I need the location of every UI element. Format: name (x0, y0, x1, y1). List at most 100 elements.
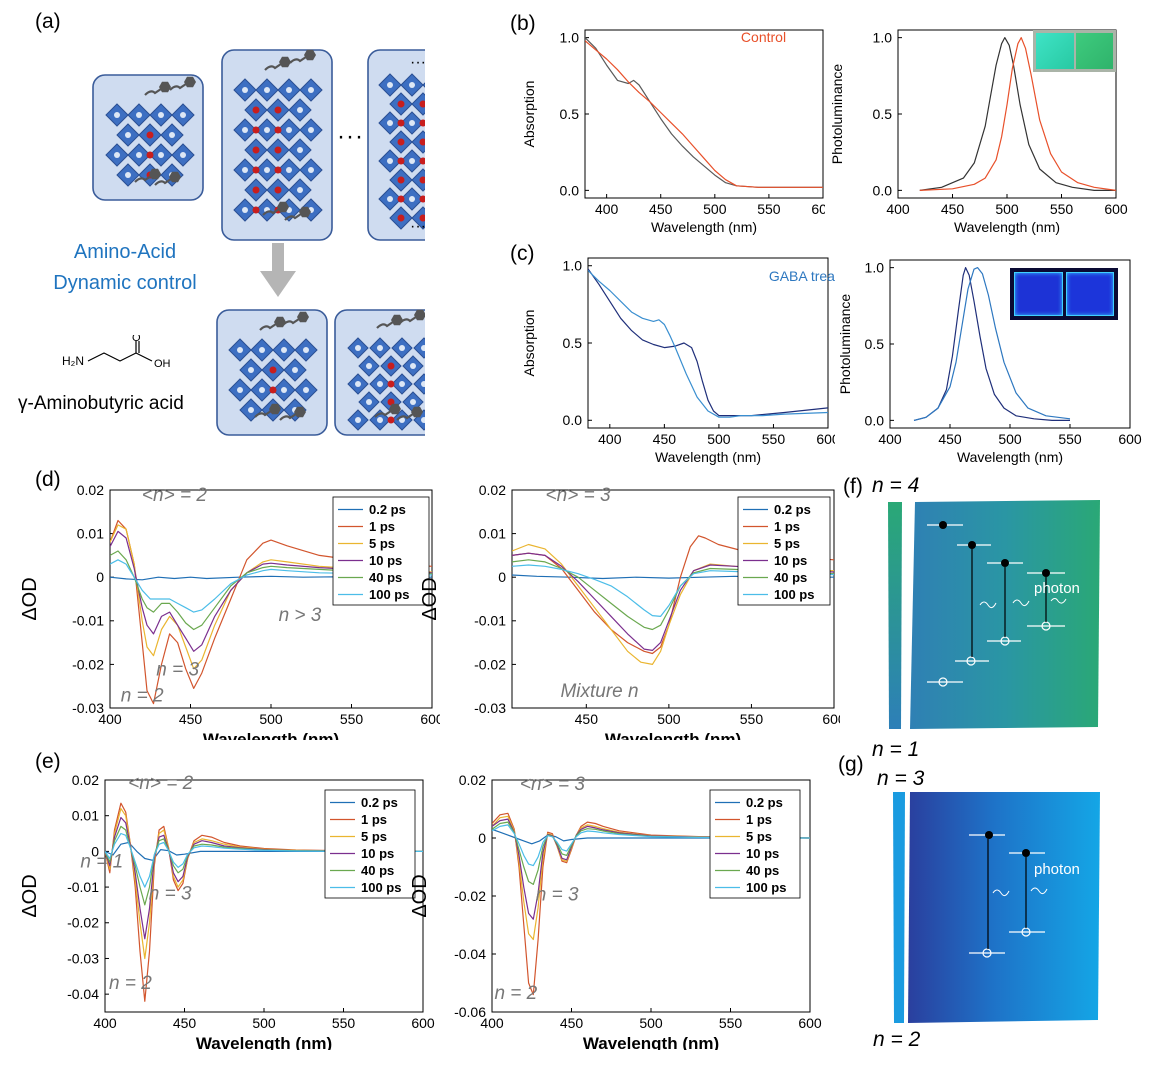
down-arrow (260, 243, 296, 297)
x-tick-label: 500 (998, 431, 1022, 447)
x-tick-label: 400 (93, 1015, 117, 1031)
x-tick-label: 550 (740, 711, 764, 727)
ligand (279, 406, 306, 421)
panel-label-b: (b) (510, 12, 536, 35)
series-line-3 (512, 543, 834, 665)
annotation-2: n > 3 (279, 605, 322, 626)
y-tick-label: -0.03 (474, 700, 506, 716)
a-site-cation (269, 386, 277, 394)
ligand-chain (374, 410, 392, 418)
b-site (114, 112, 120, 118)
x-axis-label: Wavelength (nm) (954, 219, 1060, 235)
b-site (387, 158, 393, 164)
ligand-chain (169, 83, 187, 91)
y-tick-label: -0.03 (72, 700, 104, 716)
series-line-5 (512, 559, 834, 631)
series-line-1 (588, 268, 828, 417)
arrow-shaft (272, 243, 284, 271)
panel-label-c: (c) (510, 242, 535, 265)
b-site (281, 347, 287, 353)
y-tick-label: 0.5 (873, 106, 893, 122)
annotation-3: n = 3 (156, 659, 199, 680)
a-site-cation (397, 195, 405, 203)
y-axis-label: Absorption (521, 310, 537, 377)
y-axis-label: ΔOD (20, 874, 41, 917)
b-site (237, 347, 243, 353)
ligand-chain (144, 88, 162, 96)
y-tick-label: 0.01 (479, 526, 506, 542)
y-tick-label: 0.0 (865, 412, 885, 428)
f-n-bottom: n = 1 (872, 738, 920, 761)
series-group (588, 268, 828, 418)
y-tick-label: 0.0 (873, 182, 893, 198)
y-tick-label: 0.02 (479, 482, 506, 498)
ligand-chain (262, 208, 280, 216)
series-line-1 (105, 841, 423, 861)
a-site-cation (274, 166, 282, 174)
ellipsis-horizontal: ··· (337, 123, 364, 150)
legend-label: 5 ps (746, 829, 772, 844)
b-site (264, 167, 270, 173)
series-line-2 (110, 519, 432, 705)
x-tick-label: 500 (657, 711, 681, 727)
g-n-top: n = 3 (877, 767, 925, 790)
a-site-cation (419, 100, 425, 108)
b-site (242, 207, 248, 213)
series-line-5 (492, 821, 810, 885)
legend-label: 0.2 ps (361, 795, 398, 810)
photo-tile-right (1075, 33, 1113, 69)
x-axis-label: Wavelength (nm) (957, 449, 1063, 465)
a-site-cation (146, 151, 154, 159)
x-tick-label: 550 (762, 431, 786, 447)
legend-label: 100 ps (774, 587, 814, 602)
series-line-1 (913, 267, 1070, 421)
a-site-cation (397, 176, 405, 184)
y-tick-label: 1.0 (873, 30, 893, 46)
legend-box (737, 496, 831, 606)
formula-oh: OH (154, 358, 171, 370)
series-line-2 (512, 535, 834, 655)
legend-label: 100 ps (361, 880, 401, 895)
a-site-cation (419, 138, 425, 146)
x-tick-label: 450 (649, 201, 673, 217)
a-site-cation (419, 214, 425, 222)
formula-h2n: H₂N (62, 354, 84, 368)
legend-label: 5 ps (361, 829, 387, 844)
legend-label: 100 ps (746, 880, 786, 895)
legend-box (332, 496, 430, 606)
y-tick-label: 0.02 (459, 772, 486, 788)
pl-photo-control (1033, 30, 1116, 72)
b-site (169, 132, 175, 138)
y-tick-label: -0.01 (67, 879, 99, 895)
series-group (585, 37, 823, 188)
octahedra-layer (233, 78, 323, 222)
x-tick-label: 600 (1118, 431, 1142, 447)
ligand-head (297, 311, 309, 323)
legend-label: 0.2 ps (746, 795, 783, 810)
ligand (144, 81, 171, 96)
y-tick-label: -0.02 (474, 656, 506, 672)
b-site (286, 167, 292, 173)
molecule-name: γ-Aminobutyric acid (18, 393, 184, 414)
b-site (308, 87, 314, 93)
series-line-1 (919, 37, 1116, 191)
y-tick-label: 1.0 (865, 260, 885, 276)
b-site (286, 87, 292, 93)
b-site (399, 381, 405, 387)
series-group (919, 37, 1116, 191)
b-site (355, 381, 361, 387)
g-n-bottom: n = 2 (873, 1028, 921, 1051)
ligand-head (304, 49, 316, 61)
y-tick-label: 1.0 (560, 30, 580, 46)
y-tick-label: 0.02 (77, 482, 104, 498)
panel-label-d: (d) (35, 468, 61, 491)
ligand-chain (282, 318, 300, 326)
ligand (262, 201, 289, 216)
ligand-head (414, 309, 425, 321)
annotation-1: GABA treated (769, 268, 835, 284)
